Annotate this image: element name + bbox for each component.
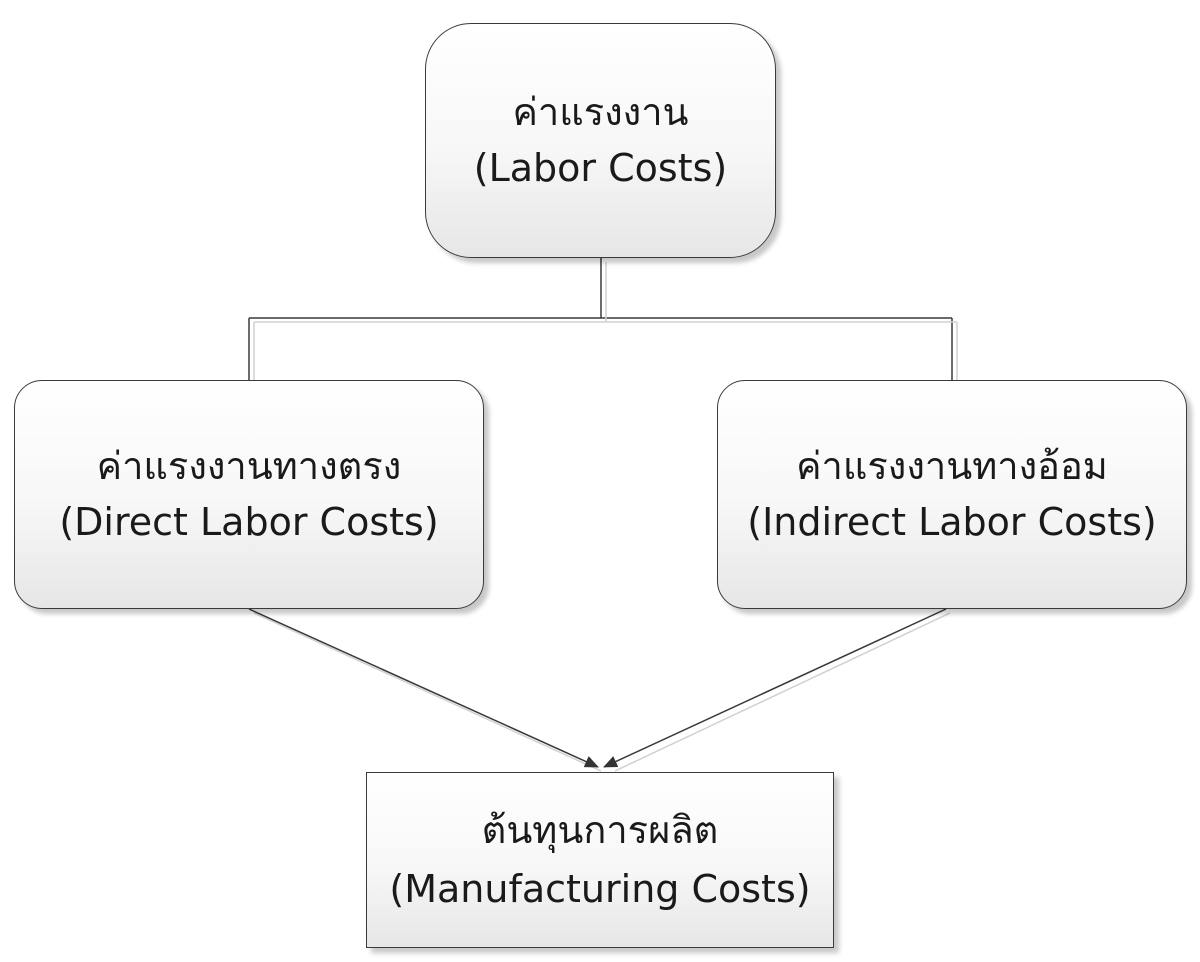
- node-indirect-labor-costs: ค่าแรงงานทางอ้อม (Indirect Labor Costs): [717, 380, 1187, 609]
- arrows-to-manufacturing: [248, 608, 951, 772]
- arrow-direct-to-manufacturing: [248, 608, 599, 768]
- arrow-indirect-to-manufacturing: [603, 608, 947, 768]
- node-manufacturing-costs-english: (Manufacturing Costs): [389, 867, 811, 911]
- node-labor-costs-english: (Labor Costs): [473, 145, 728, 190]
- node-labor-costs: ค่าแรงงาน (Labor Costs): [425, 23, 776, 258]
- tree-connector: [248, 258, 958, 382]
- node-indirect-labor-costs-english: (Indirect Labor Costs): [747, 499, 1157, 544]
- node-labor-costs-thai: ค่าแรงงาน: [512, 90, 689, 135]
- node-direct-labor-costs-english: (Direct Labor Costs): [59, 499, 439, 544]
- node-indirect-labor-costs-thai: ค่าแรงงานทางอ้อม: [796, 444, 1108, 489]
- node-direct-labor-costs-thai: ค่าแรงงานทางตรง: [96, 444, 402, 489]
- node-manufacturing-costs-thai: ต้นทุนการผลิต: [481, 808, 719, 853]
- node-direct-labor-costs: ค่าแรงงานทางตรง (Direct Labor Costs): [14, 380, 484, 609]
- node-manufacturing-costs: ต้นทุนการผลิต (Manufacturing Costs): [366, 772, 834, 948]
